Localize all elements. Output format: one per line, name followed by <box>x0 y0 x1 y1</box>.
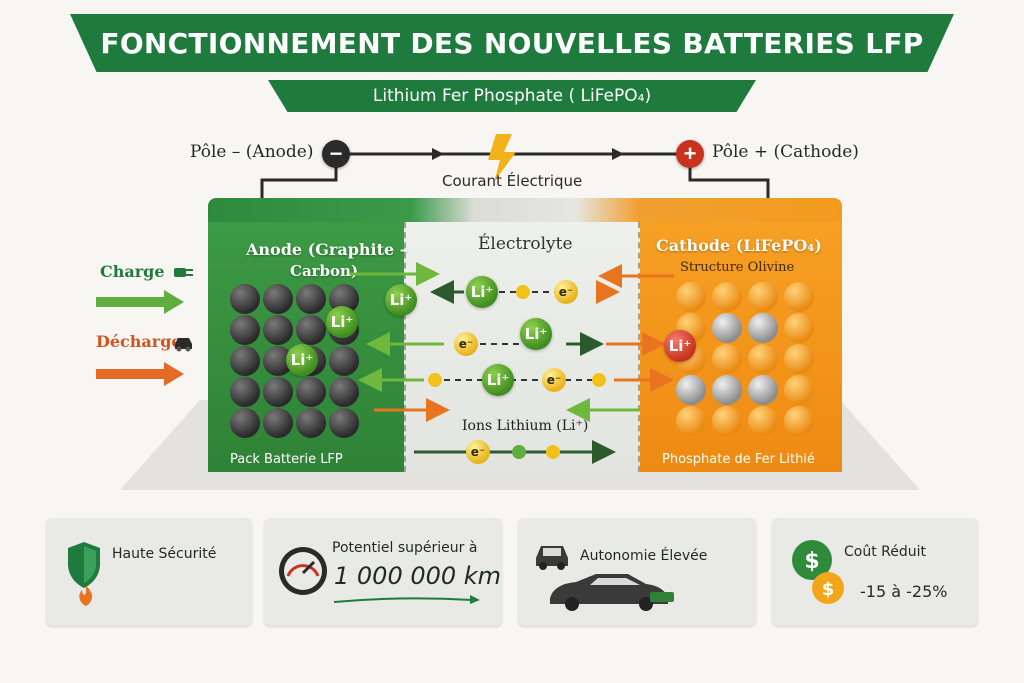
feature-safety-label: Haute Sécurité <box>112 546 217 562</box>
negative-pole-label: Pôle – (Anode) <box>190 142 314 162</box>
charge-label: Charge <box>100 262 165 281</box>
feature-card-mileage: Potentiel supérieur à 1 000 000 km <box>264 518 502 626</box>
car-small-icon <box>175 338 192 352</box>
current-label: Courant Électrique <box>442 172 583 190</box>
charge-arrow-icon <box>96 290 184 314</box>
feature-mileage-value: 1 000 000 km <box>334 562 502 590</box>
electron-dot <box>546 445 560 459</box>
lithium-ion: Li⁺ <box>326 306 358 338</box>
feature-cost-value: -15 à -25% <box>860 582 948 601</box>
electron: e⁻ <box>454 332 478 356</box>
anode-title-line2: Carbon) <box>290 262 359 280</box>
lithium-ion: Li⁺ <box>520 318 552 350</box>
lithium-ion: Li⁺ <box>482 364 514 396</box>
feature-cost-label: Coût Réduit <box>844 544 927 560</box>
electron: e⁻ <box>554 280 578 304</box>
feature-range-label: Autonomie Élevée <box>580 548 708 564</box>
electron-dot <box>428 373 442 387</box>
speedometer-icon <box>279 547 327 595</box>
electron-dot <box>516 285 530 299</box>
anode-title: Anode (Graphite – <box>246 240 408 259</box>
title-banner: FONCTIONNEMENT DES NOUVELLES BATTERIES L… <box>70 14 954 72</box>
feature-card-range: Autonomie Élevée <box>518 518 756 626</box>
electron: e⁻ <box>542 368 566 392</box>
plug-icon <box>174 268 193 277</box>
graphite-stack <box>230 284 370 444</box>
page-title: FONCTIONNEMENT DES NOUVELLES BATTERIES L… <box>100 26 924 60</box>
discharge-arrow-icon <box>96 362 184 386</box>
lithium-ion: Li⁺ <box>286 344 318 376</box>
positive-pole-label: Pôle + (Cathode) <box>712 142 859 162</box>
lithium-ion: Li⁺ <box>385 284 417 316</box>
dollar-coins-icon: $ $ <box>792 540 844 604</box>
shield-flame-icon <box>68 542 100 606</box>
subtitle-banner: Lithium Fer Phosphate ( LiFePO₄) <box>268 80 756 112</box>
lithium-ion: Li⁺ <box>466 276 498 308</box>
lithium-ion-cathode: Li⁺ <box>664 330 696 362</box>
cathode-footer: Phosphate de Fer Lithié <box>662 452 815 467</box>
svg-text:$: $ <box>804 549 819 574</box>
electric-car-icon <box>550 574 674 611</box>
ions-lithium-label: Ions Lithium (Li⁺) <box>462 418 589 434</box>
electron: e⁻ <box>466 440 490 464</box>
battery-top <box>208 198 842 224</box>
underline-arrow-icon <box>333 595 480 604</box>
car-icon <box>536 546 568 570</box>
negative-pole-icon: − <box>322 140 350 168</box>
feature-mileage-label: Potentiel supérieur à <box>332 540 478 556</box>
feature-card-safety: Haute Sécurité <box>46 518 252 626</box>
page-subtitle: Lithium Fer Phosphate ( LiFePO₄) <box>372 86 652 106</box>
cathode-subtitle: Structure Olivine <box>680 260 795 275</box>
positive-pole-icon: + <box>676 140 704 168</box>
electron-dot <box>592 373 606 387</box>
feature-card-cost: $ $ Coût Réduit -15 à -25% <box>772 518 978 626</box>
anode-footer: Pack Batterie LFP <box>230 452 343 467</box>
electron-dot <box>512 445 526 459</box>
svg-text:$: $ <box>822 579 835 600</box>
discharge-label: Décharge <box>96 332 182 351</box>
electrolyte-title: Électrolyte <box>478 234 573 254</box>
cathode-title: Cathode (LiFePO₄) <box>656 236 822 255</box>
